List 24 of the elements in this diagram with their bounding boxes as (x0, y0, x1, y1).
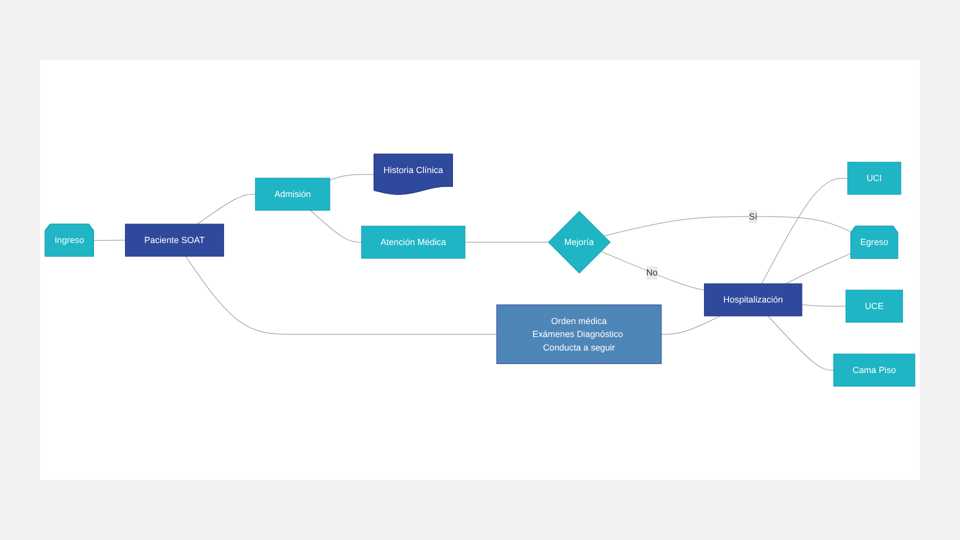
connector (197, 194, 256, 224)
connector (600, 250, 705, 290)
node-box (124, 224, 224, 256)
node-box (846, 290, 903, 322)
node-box (496, 304, 662, 364)
connector (661, 316, 720, 334)
node-diamond (548, 210, 611, 274)
connector (330, 174, 375, 180)
node-box (704, 283, 802, 316)
connector (761, 178, 848, 284)
connector (768, 316, 834, 370)
node-box (255, 178, 330, 210)
node-box (833, 354, 916, 386)
connector (94, 240, 126, 241)
card-background: No Sí Ingreso Paciente SOAT Orden médica Exámenes Diagnóstico Conducta a seguir Hospitalización Egreso Admisión UCI UCE Historia Clínica Cama Piso Atención Médica Mejoría (40, 60, 920, 480)
node-box (847, 162, 902, 195)
edge-label: Sí (748, 211, 758, 222)
edge-label: No (646, 267, 658, 278)
connector (802, 304, 846, 306)
connector (603, 216, 852, 236)
connector (185, 256, 497, 334)
connector (785, 252, 852, 284)
node-box (361, 226, 466, 259)
connector (310, 210, 362, 242)
